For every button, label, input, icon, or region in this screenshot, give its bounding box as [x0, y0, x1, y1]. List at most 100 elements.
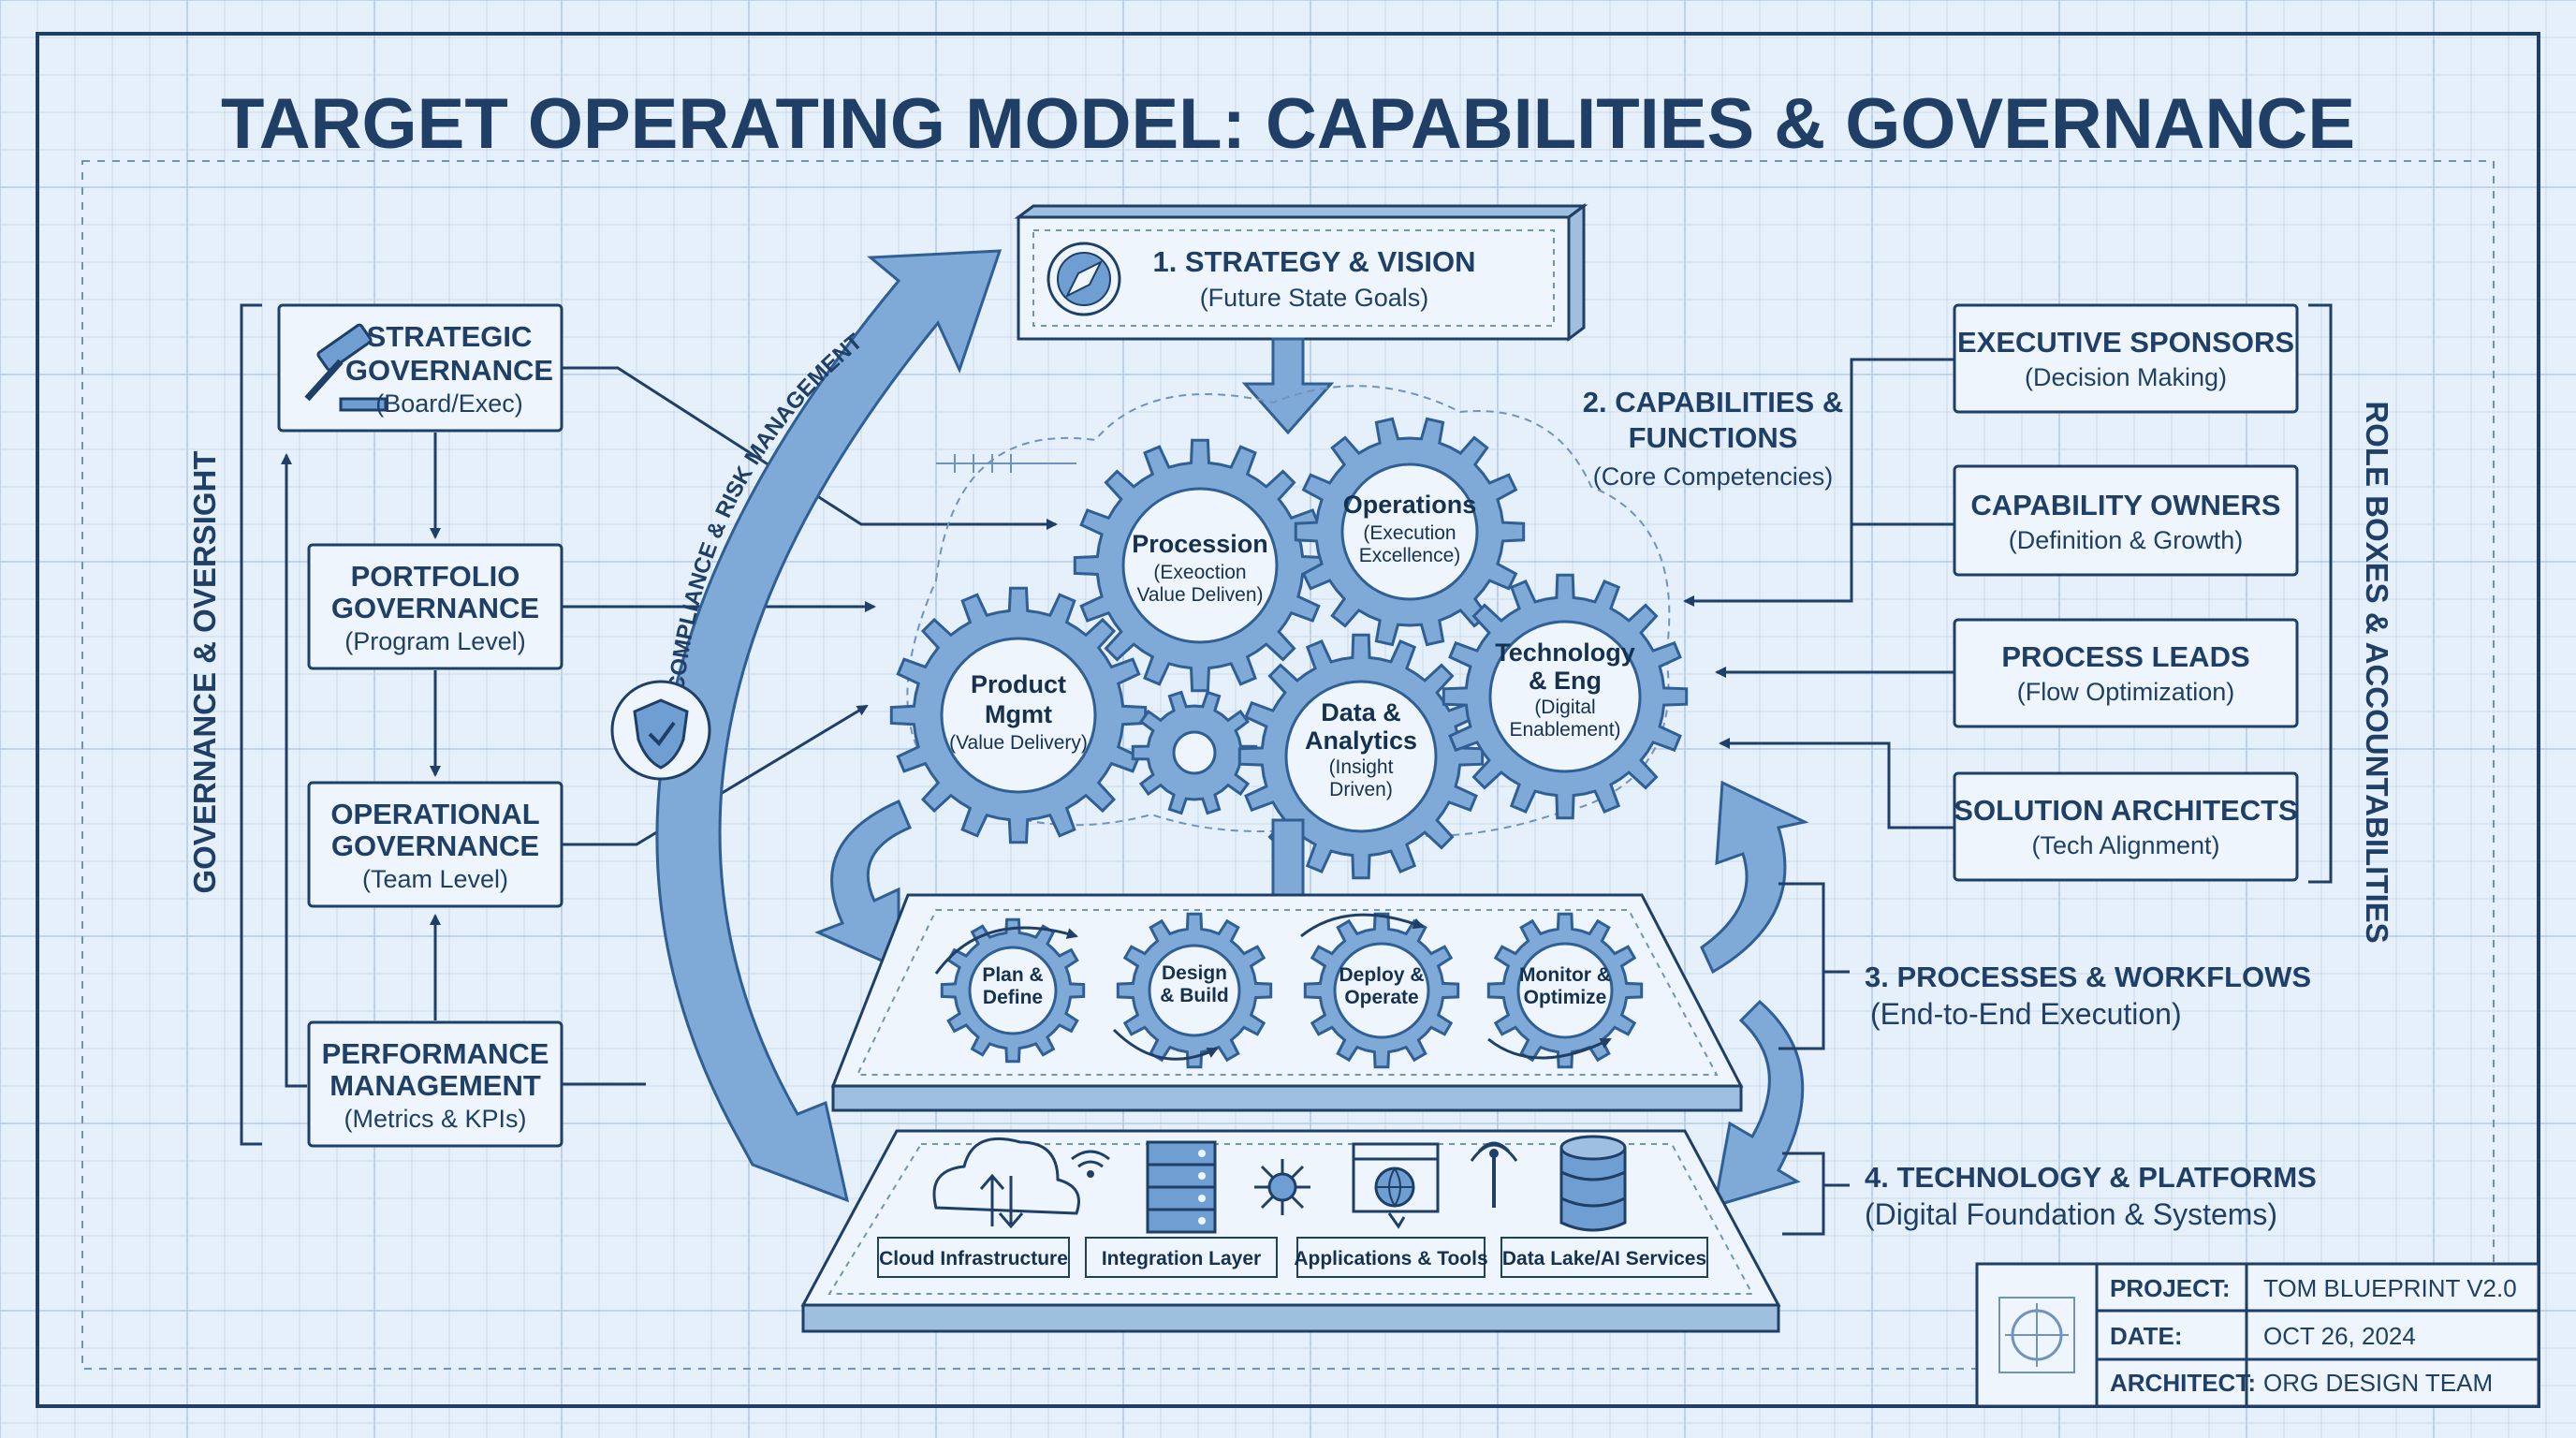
technology-platform — [800, 1129, 1781, 1333]
gear-label-technology: Technology & Eng (Digital Enablement) — [1495, 638, 1635, 741]
governance-box-sub: (Team Level) — [362, 865, 508, 893]
governance-connector — [562, 366, 1058, 530]
compliance-arc — [655, 249, 1003, 1203]
svg-text:Technology: Technology — [1495, 638, 1635, 667]
server-rack-icon — [1146, 1140, 1217, 1234]
shield-icon — [633, 698, 689, 770]
svg-text:(Value Delivery): (Value Delivery) — [949, 732, 1088, 754]
gavel-icon — [304, 323, 388, 412]
page-title: TARGET OPERATING MODEL: CAPABILITIES & G… — [221, 84, 2355, 164]
svg-text:Cloud Infrastructure: Cloud Infrastructure — [879, 1248, 1068, 1269]
gear-product-hub — [940, 637, 1097, 794]
tb-date-label: DATE: — [2110, 1322, 2183, 1350]
technology-bracket — [1782, 1152, 1850, 1236]
strategy-title: 1. STRATEGY & VISION — [1152, 245, 1475, 278]
governance-box-sub: (Metrics & KPIs) — [344, 1105, 526, 1133]
gear-label-procession: Procession (Exeoction Value Deliven) — [1132, 530, 1268, 606]
ruler-mark — [936, 454, 1076, 473]
wifi-icon — [1071, 1150, 1110, 1178]
network-hub-icon — [1254, 1159, 1310, 1215]
process-gear-deploy-hub — [1333, 942, 1430, 1039]
svg-text:Define: Define — [983, 987, 1043, 1008]
feedback-arrow-up — [281, 453, 307, 1088]
process-flow-arrow — [1487, 1037, 1612, 1060]
svg-text:(Definition & Growth): (Definition & Growth) — [2009, 526, 2244, 554]
tb-architect-label: ARCHITECT: — [2110, 1369, 2256, 1397]
svg-text:Applications & Tools: Applications & Tools — [1294, 1248, 1487, 1269]
role-box-executive-sponsors: EXECUTIVE SPONSORS (Decision Making) — [1953, 303, 2299, 414]
governance-box-portfolio: PORTFOLIO GOVERNANCE (Program Level) — [307, 543, 564, 670]
cloud-upload-icon — [932, 1137, 1080, 1229]
strategy-box: 1. STRATEGY & VISION (Future State Goals… — [1014, 203, 1588, 342]
capabilities-title-line2: FUNCTIONS — [1629, 421, 1798, 454]
svg-text:PROCESS LEADS: PROCESS LEADS — [2001, 640, 2249, 673]
gear-label-product: Product Mgmt (Value Delivery) — [949, 670, 1088, 754]
svg-text:Monitor &: Monitor & — [1519, 964, 1611, 986]
svg-text:Data &: Data & — [1321, 698, 1401, 726]
governance-box-strategic: STRATEGIC GOVERNANCE (Board/Exec) — [277, 303, 564, 433]
technology-subtitle: (Digital Foundation & Systems) — [1865, 1197, 2277, 1231]
compass-icon — [1046, 242, 1121, 316]
role-box-capability-owners: CAPABILITY OWNERS (Definition & Growth) — [1953, 464, 2299, 577]
gear-operations-hub — [1340, 462, 1479, 601]
process-step-design: Design & Build — [1160, 962, 1229, 1006]
svg-text:Excellence): Excellence) — [1359, 545, 1461, 566]
svg-text:Enablement): Enablement) — [1509, 719, 1620, 741]
role-connector — [1850, 358, 1954, 526]
svg-text:Value Deliven): Value Deliven) — [1136, 584, 1263, 606]
governance-side-label: GOVERNANCE & OVERSIGHT — [187, 450, 222, 893]
roles-side-label: ROLE BOXES & ACCOUNTABILITIES — [2360, 401, 2394, 943]
svg-text:(Flow Optimization): (Flow Optimization) — [2017, 678, 2235, 706]
process-gear-plan-hub — [968, 946, 1058, 1035]
governance-bracket — [240, 303, 262, 1146]
capability-gears — [889, 417, 1689, 880]
svg-text:(Digital: (Digital — [1534, 697, 1595, 718]
process-step-deploy: Deploy & Operate — [1339, 964, 1424, 1008]
governance-box-sub: (Program Level) — [344, 627, 526, 655]
platform-cloud-infrastructure: Cloud Infrastructure — [877, 1237, 1070, 1278]
process-step-plan: Plan & Define — [982, 964, 1043, 1008]
svg-text:(Exeoction: (Exeoction — [1153, 562, 1246, 583]
governance-box-sub: (Board/Exec) — [375, 389, 523, 418]
svg-text:Analytics: Analytics — [1305, 726, 1417, 755]
inner-frame — [81, 160, 2495, 1370]
governance-connector — [562, 704, 869, 846]
svg-text:EXECUTIVE SPONSORS: EXECUTIVE SPONSORS — [1957, 326, 2294, 359]
technology-title: 4. TECHNOLOGY & PLATFORMS — [1865, 1161, 2317, 1194]
tb-date-value: OCT 26, 2024 — [2263, 1322, 2416, 1350]
platform-labels: Cloud Infrastructure Integration Layer A… — [877, 1237, 1708, 1278]
governance-box-line1: PERFORMANCE — [322, 1037, 549, 1070]
gear-label-data-analytics: Data & Analytics (Insight Driven) — [1305, 698, 1417, 800]
technology-feedback-arrow — [1713, 999, 1805, 1209]
capabilities-title-line1: 2. CAPABILITIES & — [1583, 386, 1843, 418]
governance-box-line2: GOVERNANCE — [331, 592, 539, 624]
gear-label-operations: Operations (Execution Excellence) — [1343, 491, 1477, 566]
governance-box-line1: STRATEGIC — [367, 320, 533, 353]
governance-box-line2: MANAGEMENT — [329, 1069, 541, 1102]
svg-text:& Build: & Build — [1160, 985, 1229, 1006]
svg-text:Product: Product — [971, 670, 1066, 698]
process-feedback-arrow — [1700, 780, 1809, 975]
outer-frame — [36, 32, 2540, 1408]
svg-text:(Tech Alignment): (Tech Alignment) — [2031, 831, 2219, 859]
gear-small-hub — [1172, 730, 1217, 775]
antenna-icon — [1470, 1141, 1518, 1208]
process-gear-design-hub — [1148, 944, 1241, 1037]
role-box-solution-architects: SOLUTION ARCHITECTS (Tech Alignment) — [1953, 771, 2299, 882]
platform-applications-tools: Applications & Tools — [1294, 1237, 1488, 1278]
svg-text:CAPABILITY OWNERS: CAPABILITY OWNERS — [1970, 489, 2280, 521]
governance-box-line2: GOVERNANCE — [331, 829, 539, 862]
governance-box-line2: GOVERNANCE — [345, 354, 553, 387]
governance-box-line1: OPERATIONAL — [330, 798, 539, 830]
database-icon — [1559, 1135, 1627, 1232]
svg-text:& Eng: & Eng — [1529, 667, 1602, 695]
svg-text:Mgmt: Mgmt — [985, 700, 1052, 728]
browser-globe-icon — [1352, 1142, 1440, 1229]
svg-text:Design: Design — [1162, 962, 1227, 984]
process-platform — [830, 893, 1744, 1112]
gear-data-analytics-hub — [1284, 680, 1438, 833]
process-gear-monitor-hub — [1516, 942, 1614, 1039]
svg-text:(Insight: (Insight — [1329, 756, 1394, 778]
processes-title: 3. PROCESSES & WORKFLOWS — [1865, 961, 2311, 993]
